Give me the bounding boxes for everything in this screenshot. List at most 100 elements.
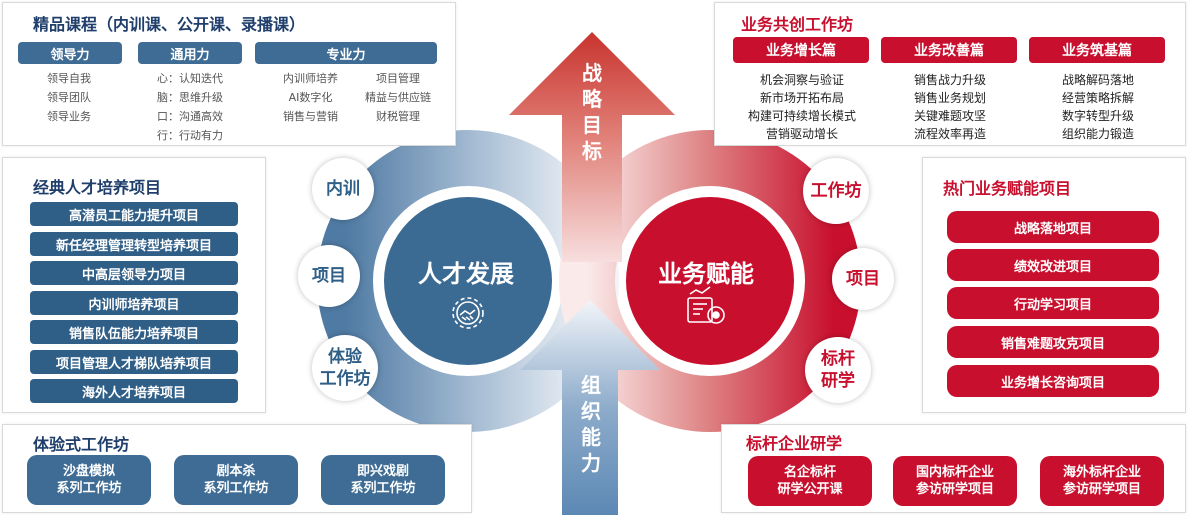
benchmark-item: 名企标杆 研学公开课 — [748, 456, 872, 506]
experience-title: 体验式工作坊 — [33, 435, 130, 454]
node-label: 项目 — [846, 269, 880, 289]
benchmark-item: 国内标杆企业 参访研学项目 — [893, 456, 1017, 506]
cocreate-item: 战略解码落地 — [1061, 73, 1134, 87]
hot-item: 行动学习项目 — [947, 287, 1159, 319]
talent-development-label: 人才发展 — [418, 260, 514, 288]
cocreate-tab-foundation: 业务筑基篇 — [1029, 37, 1165, 63]
node-project-right: 项目 — [832, 248, 894, 310]
leadership-list: 领导自我 领导团队 领导业务 — [47, 69, 91, 126]
foundation-list: 战略解码落地 经营策略拆解 数字转型升级 组织能力锻造 — [1031, 71, 1165, 143]
cocreate-item: 机会洞察与验证 — [759, 73, 844, 87]
classic-item: 中高层领导力项目 — [30, 261, 238, 285]
cocreate-item: 构建可持续增长模式 — [747, 109, 856, 123]
node-label: 体验 — [328, 347, 362, 367]
classic-item: 高潜员工能力提升项目 — [30, 202, 238, 226]
cocreate-panel: 业务共创工作坊 业务增长篇 业务改善篇 业务筑基篇 机会洞察与验证 新市场开拓布… — [714, 2, 1186, 146]
hot-item: 战略落地项目 — [947, 211, 1159, 243]
cocreate-item: 组织能力锻造 — [1061, 127, 1134, 141]
node-experience-workshop: 体验 工作坊 — [312, 335, 378, 401]
arrow-char: 战 — [582, 61, 602, 85]
general-list: 心：认知迭代 脑：思维升级 口：沟通高效 行：行动有力 — [157, 69, 223, 145]
professional-list-2: 项目管理 精益与供应链 财税管理 — [365, 69, 431, 126]
item-line: 系列工作坊 — [350, 481, 416, 496]
course-item: AI数字化 — [288, 91, 333, 104]
business-enablement-label: 业务赋能 — [658, 260, 754, 288]
cocreate-tab-improve: 业务改善篇 — [881, 37, 1017, 63]
cocreate-item: 数字转型升级 — [1061, 109, 1134, 123]
node-label: 工作坊 — [810, 181, 862, 201]
improve-list: 销售战力升级 销售业务规划 关键难题攻坚 流程效率再造 — [883, 71, 1017, 143]
strategy-arrow — [509, 32, 675, 262]
course-item: 脑：思维升级 — [157, 91, 223, 104]
arrow-char: 织 — [581, 399, 601, 423]
course-item: 口：沟通高效 — [157, 110, 223, 123]
node-label: 研学 — [821, 371, 855, 391]
arrow-char: 组 — [581, 373, 601, 397]
cocreate-item: 经营策略拆解 — [1061, 91, 1134, 105]
course-item: 项目管理 — [376, 72, 420, 85]
node-benchmark-study: 标杆 研学 — [805, 337, 871, 403]
cocreate-item: 流程效率再造 — [913, 127, 986, 141]
hot-item: 绩效改进项目 — [947, 249, 1159, 281]
course-item: 领导团队 — [47, 91, 91, 104]
node-label: 标杆 — [821, 349, 855, 369]
benchmark-panel: 标杆企业研学 名企标杆 研学公开课 国内标杆企业 参访研学项目 海外标杆企业 参… — [721, 424, 1186, 513]
course-item: 精益与供应链 — [365, 91, 431, 104]
course-item: 领导自我 — [47, 72, 91, 85]
course-item: 销售与营销 — [283, 110, 338, 123]
growth-list: 机会洞察与验证 新市场开拓布局 构建可持续增长模式 营销驱动增长 — [735, 71, 869, 143]
item-line: 研学公开课 — [777, 482, 843, 497]
experience-panel: 体验式工作坊 沙盘模拟 系列工作坊 剧本杀 系列工作坊 即兴戏剧 系列工作坊 — [2, 424, 472, 513]
item-line: 国内标杆企业 — [915, 465, 994, 480]
classic-item: 销售队伍能力培养项目 — [30, 320, 238, 344]
node-workshop: 工作坊 — [803, 158, 869, 224]
item-line: 参访研学项目 — [1062, 482, 1141, 497]
course-item: 领导业务 — [47, 110, 91, 123]
cocreate-item: 销售战力升级 — [913, 73, 986, 87]
classic-item: 海外人才培养项目 — [30, 379, 238, 403]
item-line: 参访研学项目 — [915, 482, 994, 497]
node-label: 项目 — [312, 266, 346, 286]
category-general: 通用力 — [138, 42, 242, 64]
cocreate-title: 业务共创工作坊 — [741, 15, 854, 34]
cocreate-item: 营销驱动增长 — [765, 127, 838, 141]
arrow-text-strategy: 战 略 目 标 — [579, 60, 605, 164]
category-leadership: 领导力 — [18, 42, 122, 64]
item-line: 海外标杆企业 — [1062, 465, 1141, 480]
courses-panel: 精品课程（内训课、公开课、录播课） 领导力 通用力 专业力 领导自我 领导团队 … — [2, 2, 456, 146]
item-line: 剧本杀 — [216, 464, 256, 479]
report-chart-icon — [687, 286, 725, 324]
experience-item: 即兴戏剧 系列工作坊 — [321, 455, 445, 505]
arrow-char: 标 — [582, 139, 602, 163]
item-line: 系列工作坊 — [56, 481, 122, 496]
item-line: 系列工作坊 — [203, 481, 269, 496]
classic-item: 内训师培养项目 — [30, 291, 238, 315]
item-line: 即兴戏剧 — [356, 464, 409, 479]
talent-core — [384, 197, 552, 365]
experience-item: 沙盘模拟 系列工作坊 — [27, 455, 151, 505]
node-label: 工作坊 — [319, 369, 371, 389]
classic-item: 新任经理管理转型培养项目 — [30, 232, 238, 256]
arrow-char: 力 — [581, 451, 601, 475]
course-item: 行：行动有力 — [157, 129, 223, 142]
cocreate-item: 关键难题攻坚 — [913, 109, 986, 123]
benchmark-title: 标杆企业研学 — [746, 434, 843, 453]
cocreate-tab-growth: 业务增长篇 — [733, 37, 869, 63]
arrow-char: 目 — [582, 113, 602, 137]
item-line: 名企标杆 — [783, 465, 836, 480]
course-item: 心：认知迭代 — [157, 72, 223, 85]
professional-list-1: 内训师培养 AI数字化 销售与营销 — [283, 69, 338, 126]
hot-title: 热门业务赋能项目 — [943, 179, 1072, 198]
business-core — [626, 197, 794, 365]
hot-panel: 热门业务赋能项目 战略落地项目 绩效改进项目 行动学习项目 销售难题攻克项目 业… — [922, 157, 1186, 413]
classic-title: 经典人才培养项目 — [33, 178, 162, 197]
cocreate-item: 新市场开拓布局 — [759, 91, 844, 105]
experience-item: 剧本杀 系列工作坊 — [174, 455, 298, 505]
arrow-text-capability: 组 织 能 力 — [578, 372, 604, 476]
node-project-left: 项目 — [298, 245, 360, 307]
node-internal-training: 内训 — [312, 158, 374, 220]
arrow-char: 能 — [581, 425, 601, 449]
handshake-gear-icon — [452, 297, 484, 329]
classic-item: 项目管理人才梯队培养项目 — [30, 350, 238, 374]
